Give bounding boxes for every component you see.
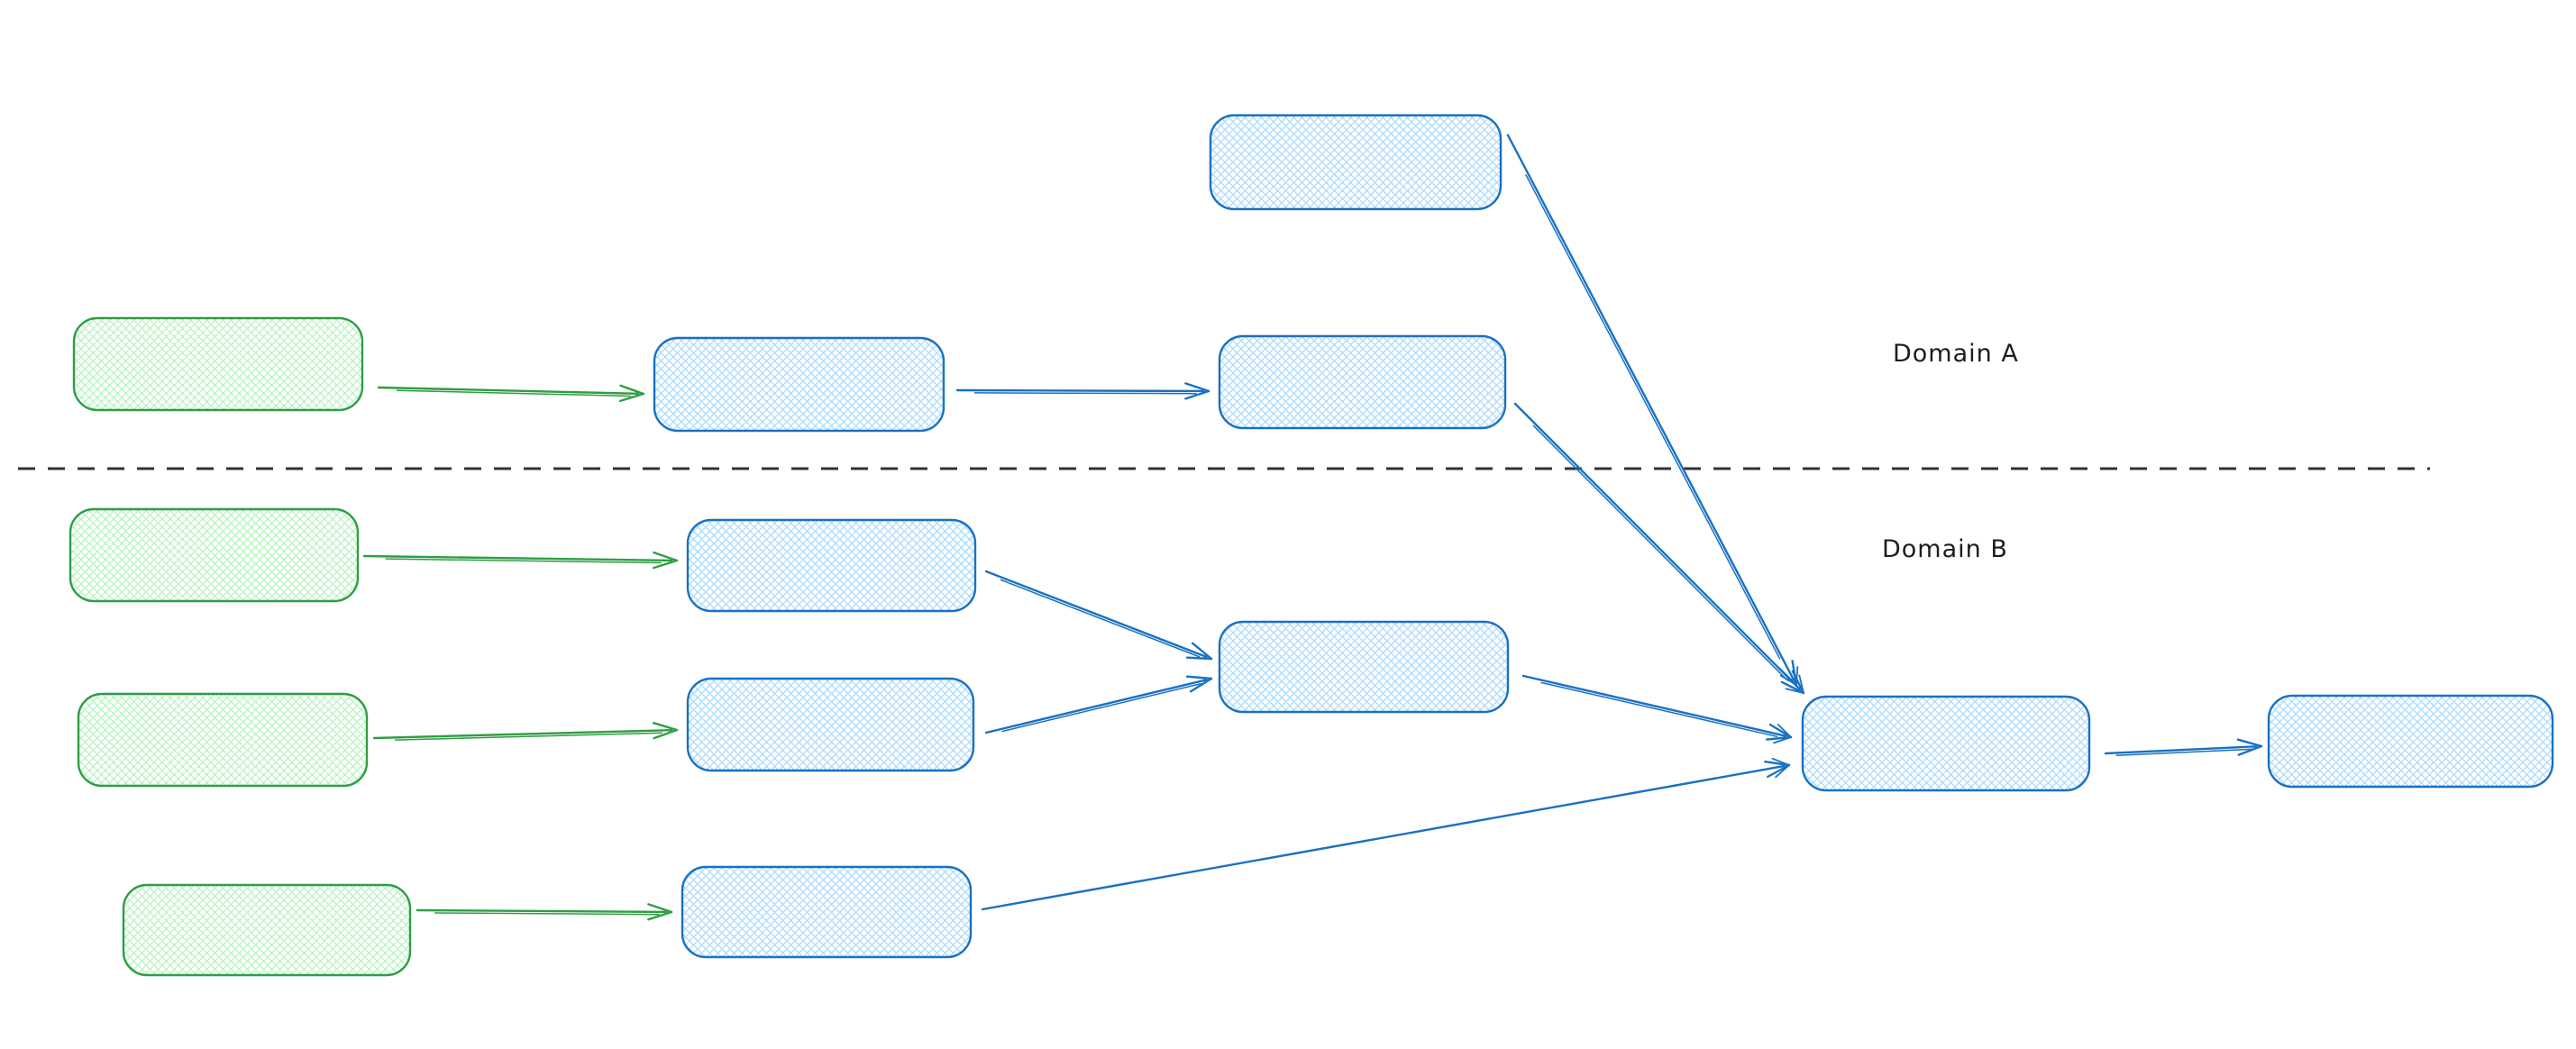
node-b2-stage	[686, 677, 975, 772]
arrow-a-stage2-to-hub	[1513, 402, 1805, 695]
arrow-hub-to-output	[2104, 738, 2263, 756]
node-b1-stage	[686, 518, 977, 613]
arrow-b1-stage-to-b-merge	[984, 570, 1213, 661]
node-hub	[1801, 695, 2091, 792]
node-a-top	[1209, 114, 1503, 211]
arrow-b-merge-to-hub	[1521, 674, 1793, 744]
arrow-a-top-to-hub	[1506, 133, 1799, 687]
arrow-b3-stage-to-hub	[981, 757, 1791, 911]
node-output	[2267, 694, 2554, 789]
node-b3-input	[122, 883, 412, 977]
node-b1-input	[69, 507, 360, 603]
node-b3-stage	[681, 865, 973, 959]
arrow-b1-input-to-b1-stage	[362, 551, 679, 570]
node-a-input	[72, 316, 364, 412]
domain-b-label: Domain B	[1882, 535, 2008, 563]
domain-a-label: Domain A	[1893, 340, 2019, 368]
node-b-merge	[1218, 620, 1510, 714]
node-a-stage2	[1218, 334, 1507, 430]
arrow-a-stage1-to-a-stage2	[955, 382, 1210, 400]
arrow-b3-input-to-b3-stage	[416, 903, 673, 921]
arrow-b2-stage-to-b-merge	[984, 675, 1213, 734]
node-a-stage1	[653, 336, 945, 433]
arrow-a-input-to-a-stage1	[377, 384, 645, 403]
arrow-b2-input-to-b2-stage	[372, 721, 679, 741]
node-b2-input	[77, 692, 369, 788]
